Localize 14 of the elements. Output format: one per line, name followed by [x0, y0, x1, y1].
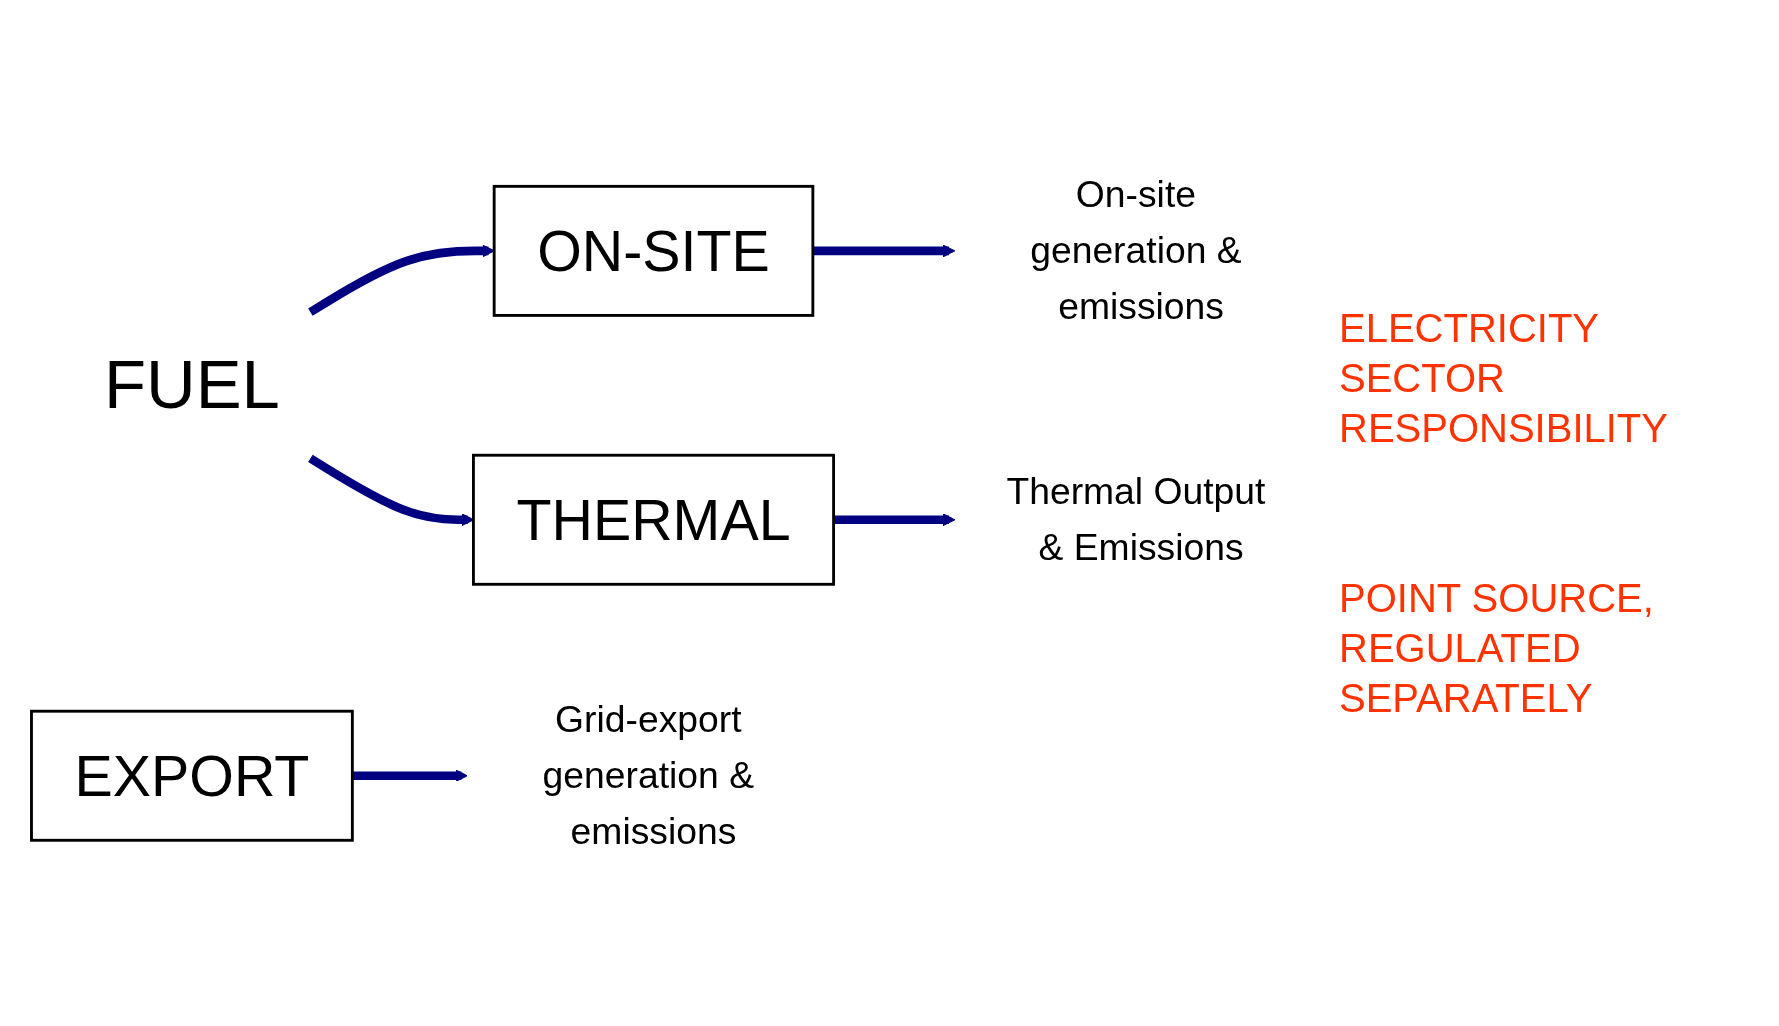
- arrow: [812, 244, 956, 257]
- node-box: ON-SITE: [492, 184, 815, 317]
- node-text: Grid-export generation & emissions: [542, 697, 755, 853]
- node-text: On-site generation & emissions: [1030, 172, 1242, 328]
- arrow: [308, 244, 495, 316]
- node-box: EXPORT: [30, 709, 354, 842]
- arrow: [352, 769, 468, 782]
- note-text: POINT SOURCE, REGULATED SEPARATELY: [1339, 575, 1655, 722]
- node-box: THERMAL: [472, 453, 836, 586]
- node-text: Thermal Output & Emissions: [1006, 469, 1266, 569]
- node-text: FUEL: [103, 346, 280, 423]
- arrow: [833, 513, 956, 526]
- note-text: ELECTRICITY SECTOR RESPONSIBILITY: [1339, 305, 1669, 452]
- arrow: [308, 454, 474, 526]
